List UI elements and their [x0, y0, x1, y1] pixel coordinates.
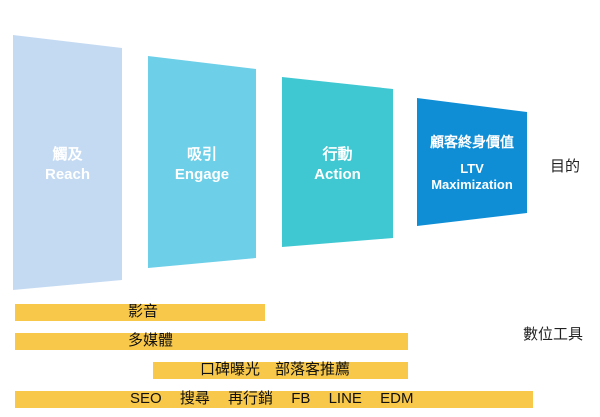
tool-edm: EDM: [380, 390, 414, 407]
stage-action-label: 行動 Action: [282, 145, 393, 186]
bar-multimedia-label: 多媒體: [128, 332, 174, 349]
bar-multimedia: [15, 333, 408, 350]
bar-video: [15, 304, 265, 321]
goal-label: 目的: [550, 158, 581, 175]
stage-action-shape: [282, 77, 393, 247]
stage-engage-label: 吸引 Engage: [148, 145, 256, 186]
bar-search-tools-label: SEO 搜尋 再行銷 FB LINE EDM: [130, 390, 427, 407]
stage-ltv-title: 顧客終身價值: [430, 134, 514, 150]
stage-ltv-subtitle: LTV: [460, 160, 484, 176]
stage-engage-shape: [148, 56, 256, 268]
stage-ltv-subtitle-2: Maximization: [431, 176, 513, 192]
stage-engage-subtitle: Engage: [174, 166, 230, 184]
stage-action-subtitle: Action: [314, 166, 361, 184]
tool-line: LINE: [328, 390, 362, 407]
tool-fb: FB: [291, 390, 311, 407]
stage-reach-shape: [13, 35, 122, 290]
stage-ltv-label: 顧客終身價值 LTV Maximization: [414, 134, 530, 193]
stage-reach-label: 觸及 Reach: [13, 145, 122, 186]
bar-word-of-mouth-label: 口碑曝光 部落客推薦: [200, 361, 351, 378]
tool-remarketing: 再行銷: [228, 390, 274, 407]
tool-seo: SEO: [130, 390, 162, 407]
tool-search: 搜尋: [179, 390, 210, 407]
stage-ltv-shape: [417, 98, 527, 226]
stage-action-title: 行動: [322, 146, 353, 163]
bar-video-label: 影音: [128, 303, 159, 320]
bar-word-of-mouth: [153, 362, 408, 379]
stage-reach-subtitle: Reach: [44, 166, 91, 184]
stage-reach-title: 觸及: [52, 146, 83, 163]
tools-label: 數位工具: [523, 326, 584, 343]
bar-search-tools: [15, 391, 533, 408]
stage-engage-title: 吸引: [186, 146, 217, 163]
